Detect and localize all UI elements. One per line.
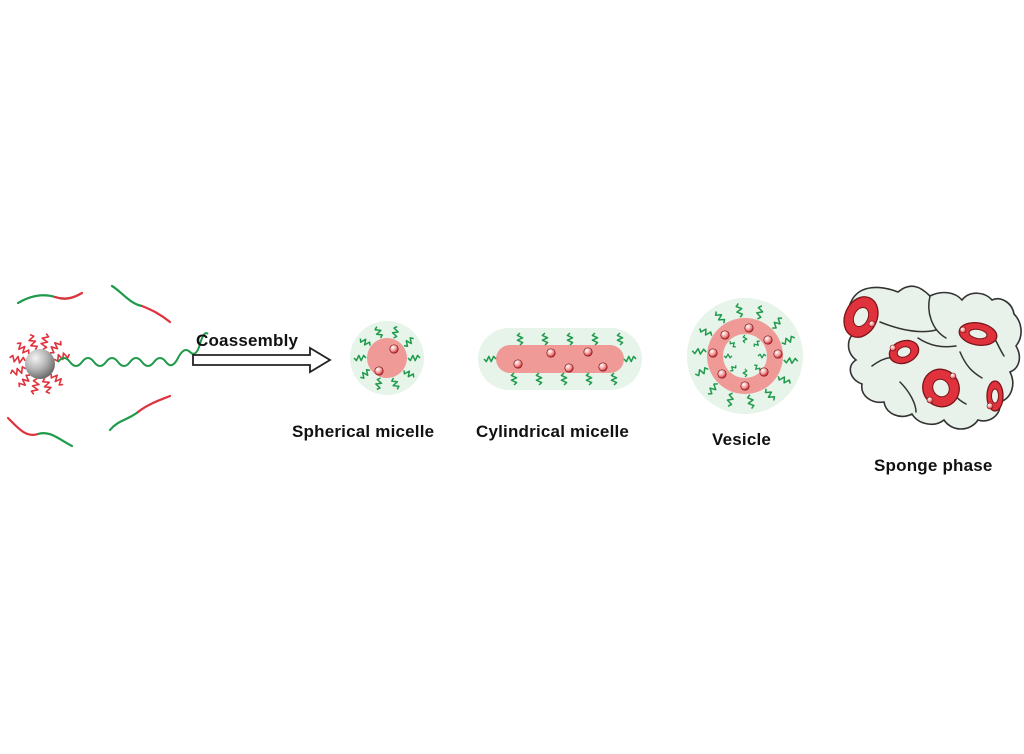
- outer-corona-chain: [714, 311, 726, 324]
- outer-corona-chain: [764, 388, 776, 401]
- ligand-chain: [9, 366, 27, 376]
- outer-corona-chain: [746, 394, 755, 410]
- ligand-chain: [50, 373, 64, 386]
- outer-corona-chain: [783, 357, 799, 365]
- corona-chains: [691, 302, 799, 410]
- outer-corona-chain: [777, 376, 791, 384]
- corona-chain: [360, 368, 371, 379]
- inner-corona-chain: [723, 353, 733, 359]
- nanoparticle-bead: [744, 323, 754, 333]
- free-polymer-chain: [6, 416, 74, 448]
- spherical-micelle: [350, 321, 424, 395]
- inner-corona-chain: [730, 365, 737, 372]
- nanoparticle-bead: [513, 359, 523, 369]
- reactants: [6, 284, 209, 448]
- nanoparticle-bead: [598, 362, 608, 372]
- nanoparticle-bead: [759, 367, 769, 377]
- nanoparticle-bead: [389, 344, 399, 354]
- outer-corona-chain: [699, 328, 713, 336]
- nanoparticle-bead: [374, 366, 384, 376]
- inner-corona-chain: [754, 364, 761, 371]
- ligand-chain: [9, 354, 26, 364]
- nanoparticle-bead: [763, 335, 773, 345]
- nanoparticle-bead: [740, 381, 750, 391]
- corona-chain: [541, 332, 549, 346]
- inner-corona-chain: [729, 341, 736, 348]
- sponge-toroid: [888, 339, 920, 365]
- nanoparticle-bead: [717, 369, 727, 379]
- outer-corona-chain: [772, 317, 783, 329]
- sponge-toroid: [843, 296, 879, 338]
- corona-chain: [616, 332, 624, 346]
- tethered-hydrophilic-chain: [57, 332, 209, 367]
- corona-chain: [391, 377, 400, 390]
- spherical-micelle-label: Spherical micelle: [292, 422, 435, 441]
- corona-chain: [591, 332, 599, 346]
- ligand-chain: [16, 342, 30, 355]
- corona-chain: [610, 372, 618, 386]
- nanoparticle-bead: [583, 347, 593, 357]
- sponge-phase-label: Sponge phase: [874, 456, 993, 475]
- nanoparticle-beads: [513, 347, 608, 373]
- nanoparticle-bead: [720, 330, 730, 340]
- outer-corona-chain: [691, 347, 707, 355]
- ligand-chain: [28, 333, 38, 351]
- outer-corona-chain: [735, 302, 744, 318]
- free-polymer-chain: [108, 394, 172, 432]
- corona-chain: [510, 372, 518, 386]
- corona-chain: [391, 325, 399, 339]
- vesicle: [687, 298, 803, 414]
- ligand-chain: [42, 377, 52, 395]
- coassembly-arrow: [192, 346, 332, 374]
- corona-chain: [403, 337, 414, 348]
- outer-corona-chain: [694, 367, 709, 377]
- corona-chain: [585, 372, 593, 386]
- corona-chain: [483, 355, 497, 363]
- corona-chains: [353, 325, 421, 391]
- coassembly-label: Coassembly: [196, 331, 299, 350]
- corona-chains: [483, 332, 637, 386]
- nanoparticle-bead: [546, 348, 556, 358]
- cylindrical-micelle: [478, 328, 642, 390]
- nanoparticle-bead: [564, 363, 574, 373]
- free-polymer-chain: [110, 284, 172, 324]
- ligand-chain: [18, 374, 31, 388]
- sponge-toroid: [958, 322, 998, 346]
- inner-corona-chain: [742, 334, 748, 344]
- free-polymer-chain: [16, 291, 84, 305]
- sponge-phase: [843, 285, 1022, 430]
- nanoparticle-beads: [708, 323, 783, 391]
- corona-chain: [359, 338, 371, 346]
- corona-chain: [375, 377, 383, 391]
- corona-chain: [374, 326, 383, 339]
- outer-corona-chain: [781, 335, 796, 345]
- corona-chain: [560, 372, 568, 386]
- vesicle-label: Vesicle: [712, 430, 772, 449]
- outer-corona-chain: [756, 305, 764, 320]
- corona-chain: [353, 354, 367, 362]
- nanoparticle-beads: [374, 344, 399, 376]
- cylindrical-micelle-label: Cylindrical micelle: [476, 422, 630, 441]
- corona-chain: [516, 332, 524, 346]
- ligand-chain: [30, 378, 40, 395]
- inner-corona-chain: [753, 340, 760, 347]
- ligand-chain: [49, 340, 62, 354]
- inner-corona-chain: [757, 353, 767, 359]
- outer-corona-chain: [726, 392, 734, 407]
- nanoparticle: [25, 349, 55, 379]
- corona-chain: [407, 354, 421, 362]
- nanoparticle-bead: [708, 348, 718, 358]
- corona-chain: [535, 372, 543, 386]
- corona-chain: [403, 370, 415, 378]
- ligand-chain: [40, 333, 50, 350]
- inner-corona-chain: [742, 368, 748, 378]
- nanoparticle-bead: [773, 349, 783, 359]
- corona-chain: [623, 355, 637, 363]
- outer-corona-chain: [707, 383, 718, 395]
- corona-chain: [566, 332, 574, 346]
